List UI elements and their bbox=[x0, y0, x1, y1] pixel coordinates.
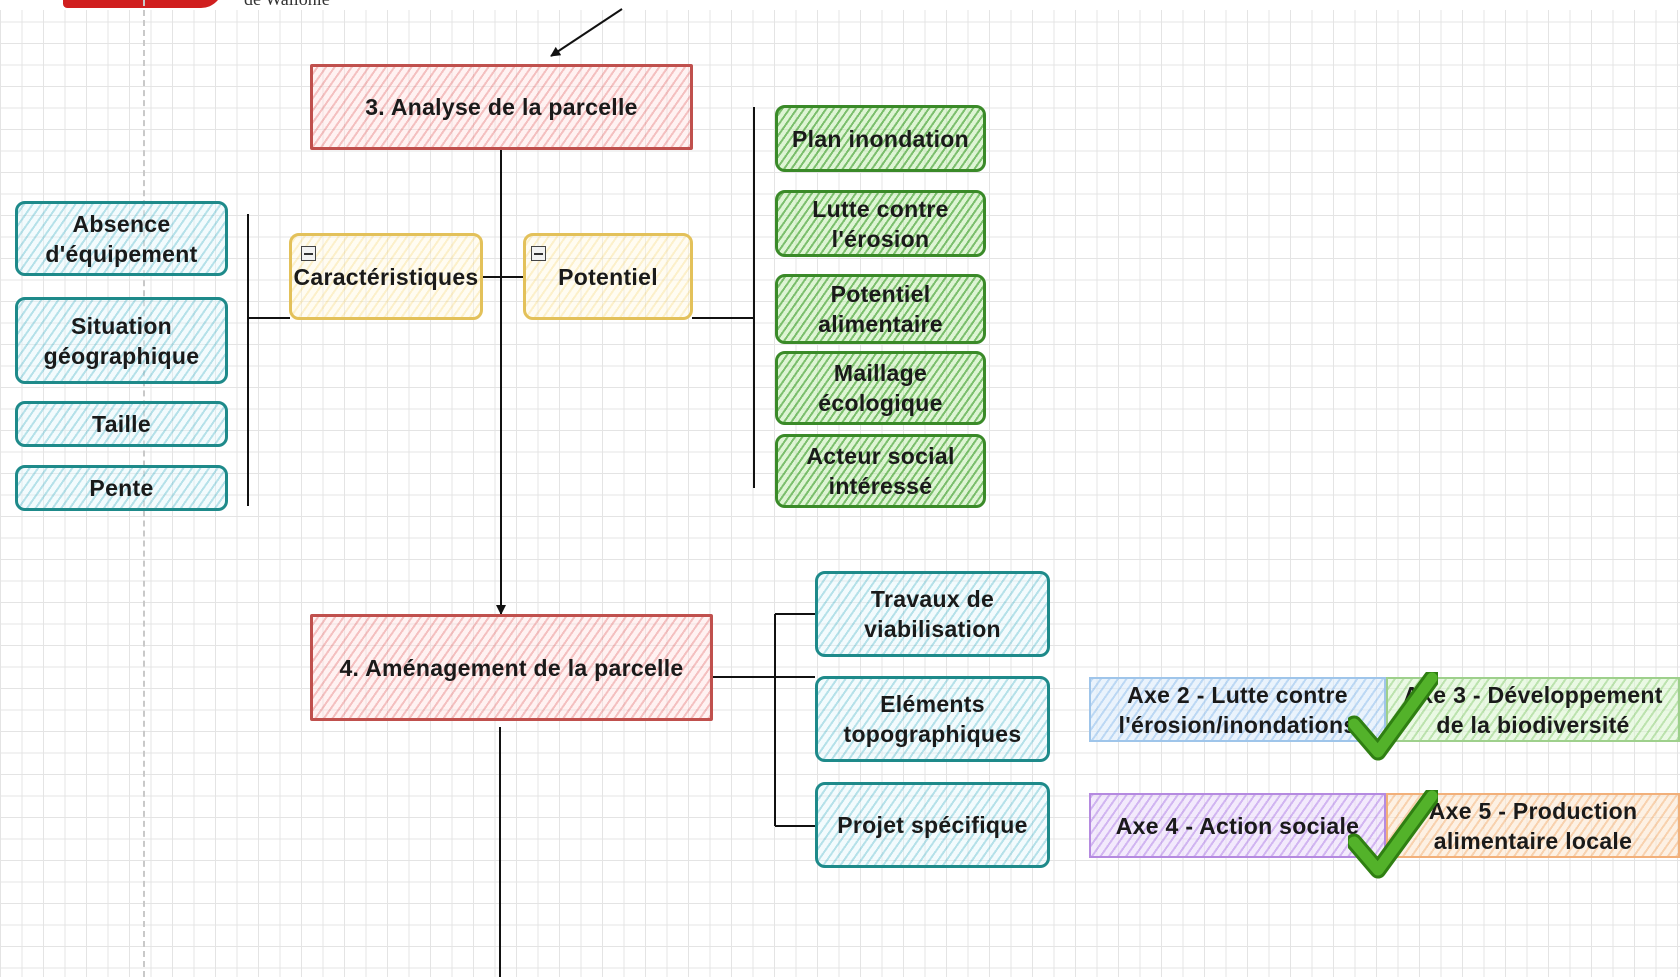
axe5-node[interactable]: Axe 5 - Production alimentaire locale bbox=[1386, 793, 1680, 858]
lutte-erosion-node[interactable]: Lutte contre l'érosion bbox=[775, 190, 986, 257]
step4-label: 4. Aménagement de la parcelle bbox=[339, 654, 684, 681]
lutte-erosion-label: Lutte contre l'érosion bbox=[812, 195, 949, 252]
elements-topographiques-label: Eléments topographiques bbox=[843, 691, 1022, 747]
situation-geographique-label: Situation géographique bbox=[43, 312, 200, 369]
pente-label: Pente bbox=[89, 475, 154, 501]
potentiel-label: Potentiel bbox=[558, 263, 658, 290]
pente-node[interactable]: Pente bbox=[15, 465, 228, 511]
axe5-label: Axe 5 - Production alimentaire locale bbox=[1428, 797, 1638, 854]
step4-amenagement-parcelle[interactable]: 4. Aménagement de la parcelle bbox=[310, 614, 713, 721]
plan-inondation-label: Plan inondation bbox=[792, 125, 969, 152]
projet-specifique-label: Projet spécifique bbox=[837, 812, 1028, 838]
plan-inondation-node[interactable]: Plan inondation bbox=[775, 105, 986, 172]
axe2-node[interactable]: Axe 2 - Lutte contre l'érosion/inondatio… bbox=[1089, 677, 1386, 742]
acteur-social-node[interactable]: Acteur social intéressé bbox=[775, 434, 986, 508]
axe4-label: Axe 4 - Action sociale bbox=[1115, 812, 1360, 839]
potentiel-alimentaire-node[interactable]: Potentiel alimentaire bbox=[775, 274, 986, 344]
caracteristiques-node[interactable]: Caractéristiques bbox=[289, 233, 483, 320]
projet-specifique-node[interactable]: Projet spécifique bbox=[815, 782, 1050, 868]
potentiel-alimentaire-label: Potentiel alimentaire bbox=[818, 281, 943, 337]
axe2-label: Axe 2 - Lutte contre l'érosion/inondatio… bbox=[1118, 681, 1357, 738]
logo-text: de Wallonie bbox=[244, 0, 330, 10]
incoming-arrow bbox=[550, 8, 623, 57]
collapse-minus-icon[interactable] bbox=[531, 246, 546, 261]
step3-analyse-parcelle[interactable]: 3. Analyse de la parcelle bbox=[310, 64, 693, 150]
acteur-social-label: Acteur social intéressé bbox=[806, 443, 955, 499]
axe3-label: Axe 3 - Développement de la biodiversité bbox=[1403, 681, 1663, 738]
maillage-ecologique-label: Maillage écologique bbox=[818, 360, 943, 416]
travaux-viabilisation-label: Travaux de viabilisation bbox=[864, 586, 1001, 642]
checkmark-icon bbox=[1348, 790, 1438, 879]
taille-node[interactable]: Taille bbox=[15, 401, 228, 447]
checkmark-icon bbox=[1348, 672, 1438, 761]
caracteristiques-label: Caractéristiques bbox=[293, 263, 479, 290]
elements-topographiques-node[interactable]: Eléments topographiques bbox=[815, 676, 1050, 762]
absence-equipement-label: Absence d'équipement bbox=[45, 210, 198, 267]
step3-label: 3. Analyse de la parcelle bbox=[365, 94, 638, 120]
axe4-node[interactable]: Axe 4 - Action sociale bbox=[1089, 793, 1386, 858]
situation-geographique-node[interactable]: Situation géographique bbox=[15, 297, 228, 384]
collapse-minus-icon[interactable] bbox=[301, 246, 316, 261]
potentiel-node[interactable]: Potentiel bbox=[523, 233, 693, 320]
travaux-viabilisation-node[interactable]: Travaux de viabilisation bbox=[815, 571, 1050, 657]
absence-equipement-node[interactable]: Absence d'équipement bbox=[15, 201, 228, 276]
maillage-ecologique-node[interactable]: Maillage écologique bbox=[775, 351, 986, 425]
taille-label: Taille bbox=[92, 411, 151, 437]
